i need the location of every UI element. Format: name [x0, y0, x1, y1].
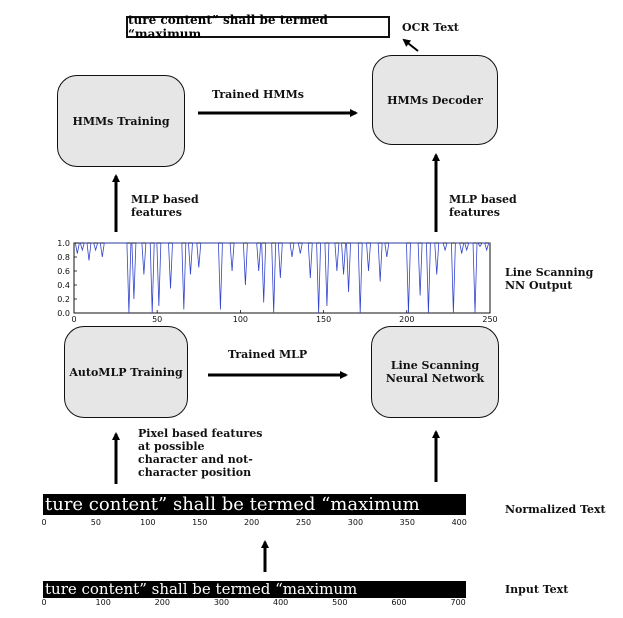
- x-tick-label: 150: [316, 315, 331, 324]
- trained-hmms-label: Trained HMMs: [212, 88, 304, 101]
- axis-tick-label: 250: [295, 518, 312, 527]
- arrow-ocr-output: [402, 38, 419, 52]
- x-tick-label: 50: [152, 315, 162, 324]
- trained-mlp-label: Trained MLP: [228, 348, 308, 361]
- y-tick-label: 1.0: [57, 239, 70, 248]
- y-tick-label: 0.8: [57, 253, 70, 262]
- line-scanning-nn-label-2: Neural Network: [385, 372, 485, 385]
- axis-tick-label: 100: [95, 598, 111, 607]
- hmms-decoder-node: HMMs Decoder: [372, 55, 498, 145]
- input-text-content: ture content” shall be termed “maximum: [45, 581, 358, 598]
- normalized-text-label: Normalized Text: [505, 503, 606, 516]
- x-tick-label: 0: [71, 315, 76, 324]
- axis-tick-label: 100: [140, 518, 156, 527]
- y-tick-label: 0.4: [57, 281, 70, 290]
- input-text-label: Input Text: [505, 583, 569, 596]
- axis-tick-label: 300: [347, 518, 364, 527]
- y-tick-label: 0.0: [57, 309, 70, 318]
- automlp-training-node: AutoMLP Training: [64, 326, 188, 418]
- axis-tick-label: 50: [90, 518, 101, 527]
- axis-tick-label: 400: [273, 598, 289, 607]
- mlp-features-left-line-1: MLP based: [131, 193, 199, 206]
- nn-output-label-2: NN Output: [505, 279, 573, 292]
- ocr-text-box: ture content” shall be termed “maximum: [126, 13, 390, 41]
- nn-output-label: Line Scanning NN Output: [505, 266, 593, 292]
- mlp-features-right-label: MLP based features: [449, 193, 517, 219]
- axis-tick-label: 600: [391, 598, 407, 607]
- axis-tick-label: 150: [192, 518, 208, 527]
- input-text-image: ture content” shall be termed “maximum: [43, 581, 466, 598]
- pixel-features-label: Pixel based features at possible charact…: [138, 427, 262, 479]
- hmms-training-node: HMMs Training: [57, 75, 185, 167]
- pixel-features-line-4: character position: [138, 466, 252, 479]
- axis-tick-label: 200: [243, 518, 260, 527]
- axis-tick-label: 300: [213, 598, 230, 607]
- nn-output-line: [74, 242, 490, 314]
- ocr-text-label: OCR Text: [402, 21, 459, 34]
- hmms-training-label: HMMs Training: [72, 114, 170, 128]
- mlp-features-left-label: MLP based features: [131, 193, 199, 219]
- pixel-features-line-1: Pixel based features: [138, 427, 263, 440]
- line-scanning-nn-node: Line Scanning Neural Network: [371, 326, 499, 418]
- x-tick-label: 250: [482, 315, 497, 324]
- axis-tick-label: 700: [450, 598, 466, 607]
- pixel-features-line-2: at possible: [138, 440, 205, 453]
- pixel-features-line-3: character and not-: [138, 453, 253, 466]
- x-tick-label: 200: [399, 315, 414, 324]
- nn-output-label-1: Line Scanning: [505, 266, 594, 279]
- line-scanning-nn-label-1: Line Scanning: [390, 359, 480, 372]
- axis-tick-label: 400: [451, 518, 467, 527]
- normalized-text-content: ture content” shall be termed “maximum: [45, 494, 420, 515]
- ocr-text: ture content” shall be termed “maximum: [128, 13, 328, 41]
- y-tick-label: 0.2: [57, 295, 70, 304]
- x-tick-label: 100: [233, 315, 248, 324]
- mlp-features-right-line-2: features: [449, 206, 500, 219]
- axis-tick-label: 200: [154, 598, 170, 607]
- normalized-text-image: ture content” shall be termed “maximum: [43, 494, 466, 515]
- axis-tick-label: 350: [399, 518, 415, 527]
- mlp-features-right-line-1: MLP based: [449, 193, 517, 206]
- mlp-features-left-line-2: features: [131, 206, 182, 219]
- axis-tick-label: 0: [41, 598, 47, 607]
- hmms-decoder-label: HMMs Decoder: [387, 93, 483, 107]
- automlp-training-label: AutoMLP Training: [69, 365, 183, 379]
- y-tick-label: 0.6: [57, 267, 70, 276]
- axis-tick-label: 0: [41, 518, 47, 527]
- nn-output-chart: 0 50 100 150 200 250 0.0 0.2 0.4 0.6 0.8 1.0: [57, 239, 497, 324]
- axis-tick-label: 500: [332, 598, 348, 607]
